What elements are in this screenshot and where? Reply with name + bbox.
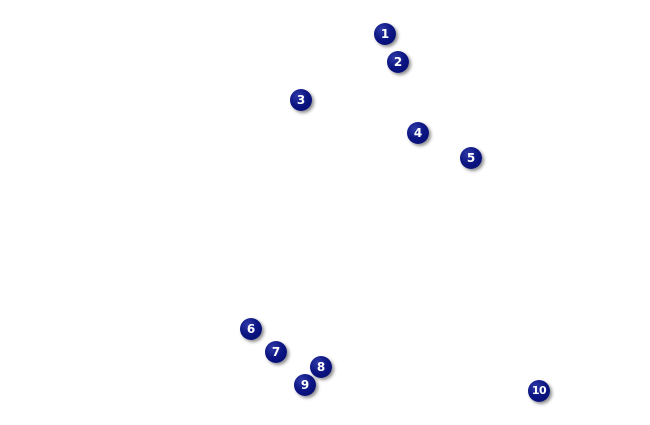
location-marker-5[interactable]: 5 [460, 147, 482, 169]
location-marker-4[interactable]: 4 [407, 122, 429, 144]
location-marker-1[interactable]: 1 [374, 23, 396, 45]
location-marker-6[interactable]: 6 [240, 318, 262, 340]
location-marker-3[interactable]: 3 [290, 89, 312, 111]
location-marker-2[interactable]: 2 [387, 51, 409, 73]
location-marker-9[interactable]: 9 [294, 374, 316, 396]
location-marker-7[interactable]: 7 [265, 341, 287, 363]
location-marker-10[interactable]: 10 [528, 380, 550, 402]
location-marker-8[interactable]: 8 [310, 356, 332, 378]
